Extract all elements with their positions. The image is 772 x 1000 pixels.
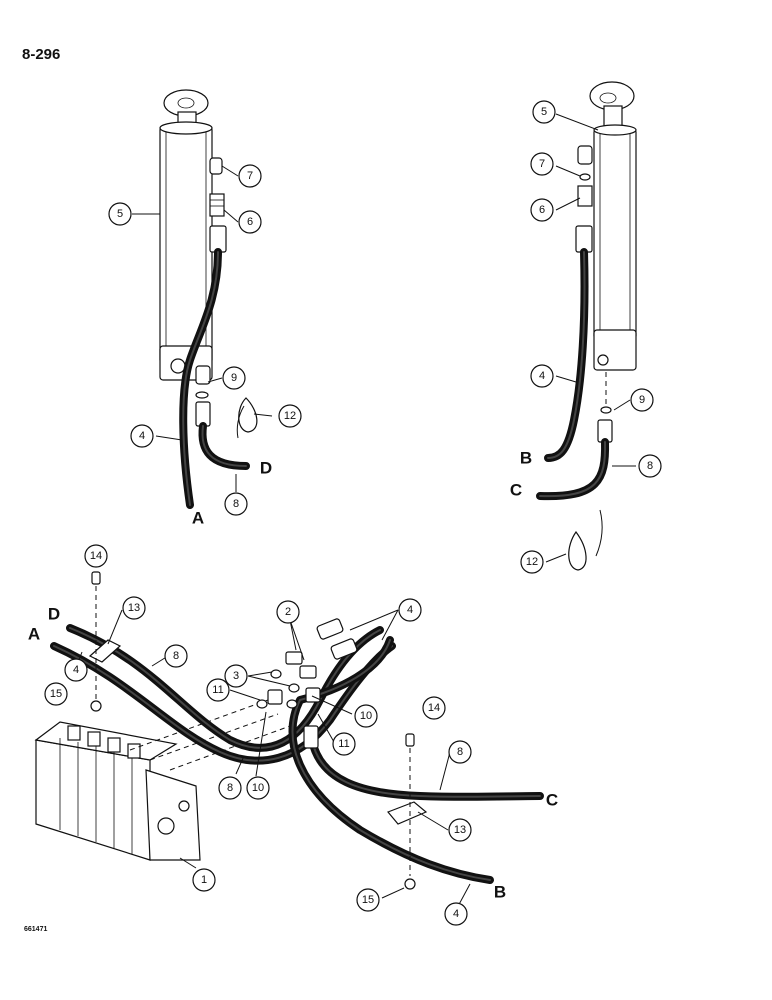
svg-text:8: 8 [233, 498, 239, 510]
page-number: 8-296 [22, 46, 61, 63]
svg-text:3: 3 [233, 670, 239, 682]
callout-9-right: 9 [630, 388, 654, 412]
callout-7-right: 7 [530, 152, 554, 176]
svg-text:12: 12 [284, 410, 296, 422]
svg-text:9: 9 [639, 394, 645, 406]
svg-text:13: 13 [128, 602, 140, 614]
svg-text:15: 15 [50, 688, 62, 700]
hose-label-b-upper: B [520, 449, 532, 468]
svg-text:13: 13 [454, 824, 466, 836]
callout-7-left: 7 [238, 164, 262, 188]
svg-text:4: 4 [407, 604, 413, 616]
svg-text:10: 10 [252, 782, 264, 794]
callout-14-left: 14 [84, 544, 108, 568]
callout-11-right: 11 [332, 732, 356, 756]
callout-12-left: 12 [278, 404, 302, 428]
callout-8-lower-right: 8 [448, 740, 472, 764]
svg-text:8: 8 [173, 650, 179, 662]
hose-label-a-lower: A [28, 625, 40, 644]
svg-text:4: 4 [139, 430, 145, 442]
svg-text:14: 14 [90, 550, 102, 562]
svg-text:4: 4 [539, 370, 545, 382]
svg-text:7: 7 [539, 158, 545, 170]
callout-4-lower-right: 4 [444, 902, 468, 926]
callout-15-right: 15 [356, 888, 380, 912]
callout-4-lower: 4 [398, 598, 422, 622]
callout-10-left: 10 [246, 776, 270, 800]
callout-8-lower-left: 8 [164, 644, 188, 668]
hose-label-b-lower: B [494, 883, 506, 902]
svg-text:11: 11 [212, 684, 223, 696]
svg-text:8: 8 [227, 782, 233, 794]
svg-text:5: 5 [541, 106, 547, 118]
callout-2: 2 [276, 600, 300, 624]
left-cylinder [159, 89, 258, 509]
leader-lines [75, 113, 636, 911]
callout-13-right: 13 [448, 818, 472, 842]
callout-4-right: 4 [530, 364, 554, 388]
callout-5-right: 5 [532, 100, 556, 124]
svg-text:14: 14 [428, 702, 440, 714]
control-valve-bank [34, 699, 291, 861]
callout-1: 1 [192, 868, 216, 892]
callout-10-right: 10 [354, 704, 378, 728]
svg-text:5: 5 [117, 208, 123, 220]
svg-text:8: 8 [457, 746, 463, 758]
hose-label-d: D [260, 459, 272, 478]
svg-text:10: 10 [360, 710, 372, 722]
callout-4-lower-left: 4 [64, 658, 88, 682]
callout-12-right: 12 [520, 550, 544, 574]
callout-14-right: 14 [422, 696, 446, 720]
figure-code: 661471 [24, 926, 48, 933]
callout-6-right: 6 [530, 198, 554, 222]
svg-text:8: 8 [647, 460, 653, 472]
hose-label-a: A [192, 509, 204, 528]
svg-text:15: 15 [362, 894, 374, 906]
svg-text:2: 2 [285, 606, 291, 618]
svg-text:12: 12 [526, 556, 538, 568]
callout-11-left: 11 [206, 678, 230, 702]
callout-9-left: 9 [222, 366, 246, 390]
callout-8-left: 8 [224, 492, 248, 516]
callout-15-left: 15 [44, 682, 68, 706]
callout-8-right: 8 [638, 454, 662, 478]
svg-text:1: 1 [201, 874, 207, 886]
svg-text:6: 6 [247, 216, 253, 228]
svg-text:6: 6 [539, 204, 545, 216]
hose-label-d-lower: D [48, 605, 60, 624]
right-cylinder [536, 81, 637, 571]
hose-label-c-lower: C [546, 791, 558, 810]
hose-label-c-upper: C [510, 481, 522, 500]
callout-8-lower-mid: 8 [218, 776, 242, 800]
lower-hoses [50, 571, 544, 890]
svg-text:7: 7 [247, 170, 253, 182]
callout-13-left: 13 [122, 596, 146, 620]
svg-text:9: 9 [231, 372, 237, 384]
svg-text:4: 4 [73, 664, 79, 676]
callout-3: 3 [224, 664, 248, 688]
svg-text:11: 11 [338, 738, 349, 750]
callout-4-left: 4 [130, 424, 154, 448]
callout-6-left: 6 [238, 210, 262, 234]
callout-5-left: 5 [108, 202, 132, 226]
svg-text:4: 4 [453, 908, 459, 920]
